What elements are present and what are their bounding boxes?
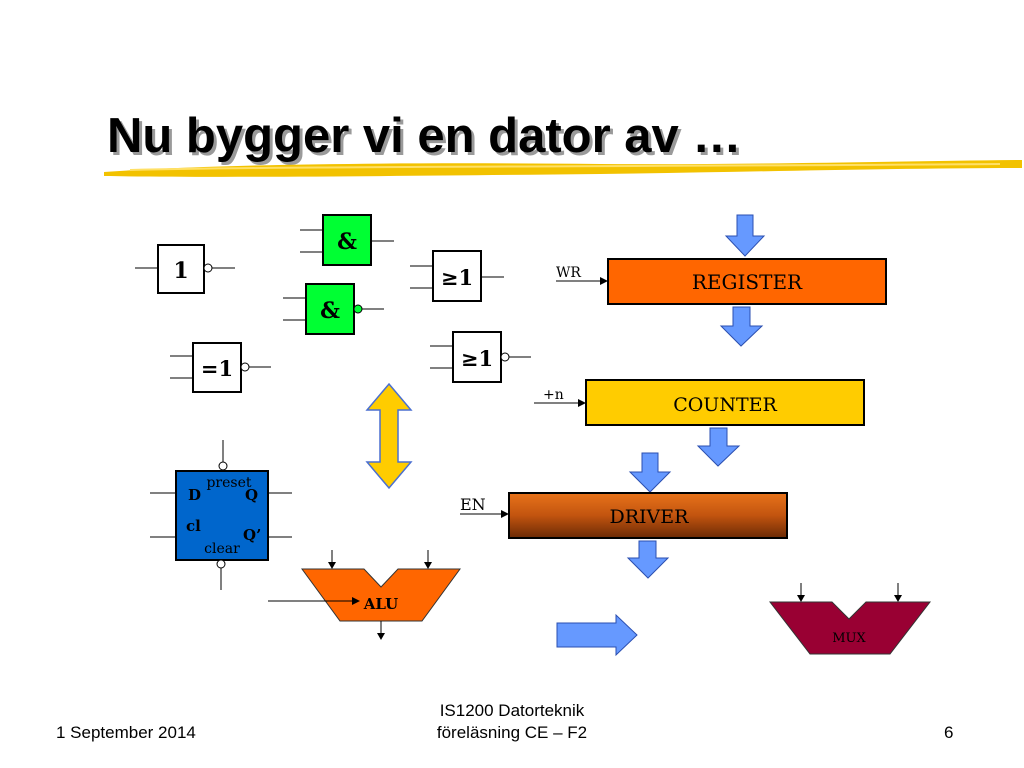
- counter-plus-n-label: +n: [543, 387, 564, 403]
- down-arrow-icon: [628, 452, 672, 493]
- down-arrow-icon: [626, 540, 670, 579]
- and-gate-1: &: [300, 214, 394, 266]
- counter-label: COUNTER: [673, 394, 777, 416]
- footer-course-line2: föreläsning CE – F2: [436, 723, 588, 742]
- driver-label: DRIVER: [610, 506, 690, 528]
- slide-title: Nu bygger vi en dator av …: [107, 109, 742, 163]
- or-gate-2: ≥1: [430, 331, 531, 383]
- or-gate-2-label: ≥1: [461, 346, 493, 371]
- footer-page-number: 6: [944, 723, 954, 742]
- xor-gate: =1: [170, 342, 271, 393]
- title-underline: [104, 160, 1022, 177]
- or-gate-1-label: ≥1: [441, 265, 473, 290]
- counter-block: +n COUNTER: [534, 379, 865, 467]
- bidirectional-arrow-icon: [365, 382, 413, 490]
- alu: ALU: [268, 550, 461, 640]
- register-block: WR REGISTER: [556, 214, 887, 347]
- flip-flop-q-not: Q’: [243, 526, 261, 544]
- right-arrow-icon: [556, 613, 638, 657]
- down-arrow-icon: [724, 214, 766, 257]
- and-gate-2: &: [283, 283, 384, 335]
- or-gate-1: ≥1: [410, 250, 504, 302]
- footer-course: IS1200 Datorteknik föreläsning CE – F2: [398, 700, 626, 744]
- flip-flop-cl: cl: [186, 517, 201, 535]
- flip-flop-d: D: [188, 486, 201, 504]
- alu-label: ALU: [363, 595, 398, 613]
- down-arrow-icon: [719, 306, 764, 347]
- footer-date: 1 September 2014: [56, 723, 196, 742]
- flip-flop-preset: preset: [206, 475, 251, 491]
- not-gate-label: 1: [173, 258, 188, 284]
- xor-gate-label: =1: [201, 356, 233, 381]
- and-gate-2-label: &: [320, 298, 340, 324]
- register-wr-label: WR: [556, 265, 581, 281]
- mux-label: MUX: [832, 631, 866, 646]
- mux: MUX: [768, 583, 932, 655]
- register-label: REGISTER: [692, 270, 803, 294]
- driver-block: EN DRIVER: [460, 452, 788, 579]
- flip-flop-clear: clear: [204, 541, 240, 557]
- flip-flop: preset D Q cl Q’ clear: [150, 440, 292, 590]
- not-gate: 1: [135, 244, 235, 294]
- flip-flop-q: Q: [245, 486, 258, 504]
- down-arrow-icon: [696, 427, 741, 467]
- footer-course-line1: IS1200 Datorteknik: [439, 701, 585, 720]
- and-gate-1-label: &: [337, 229, 357, 255]
- driver-en-label: EN: [460, 495, 486, 514]
